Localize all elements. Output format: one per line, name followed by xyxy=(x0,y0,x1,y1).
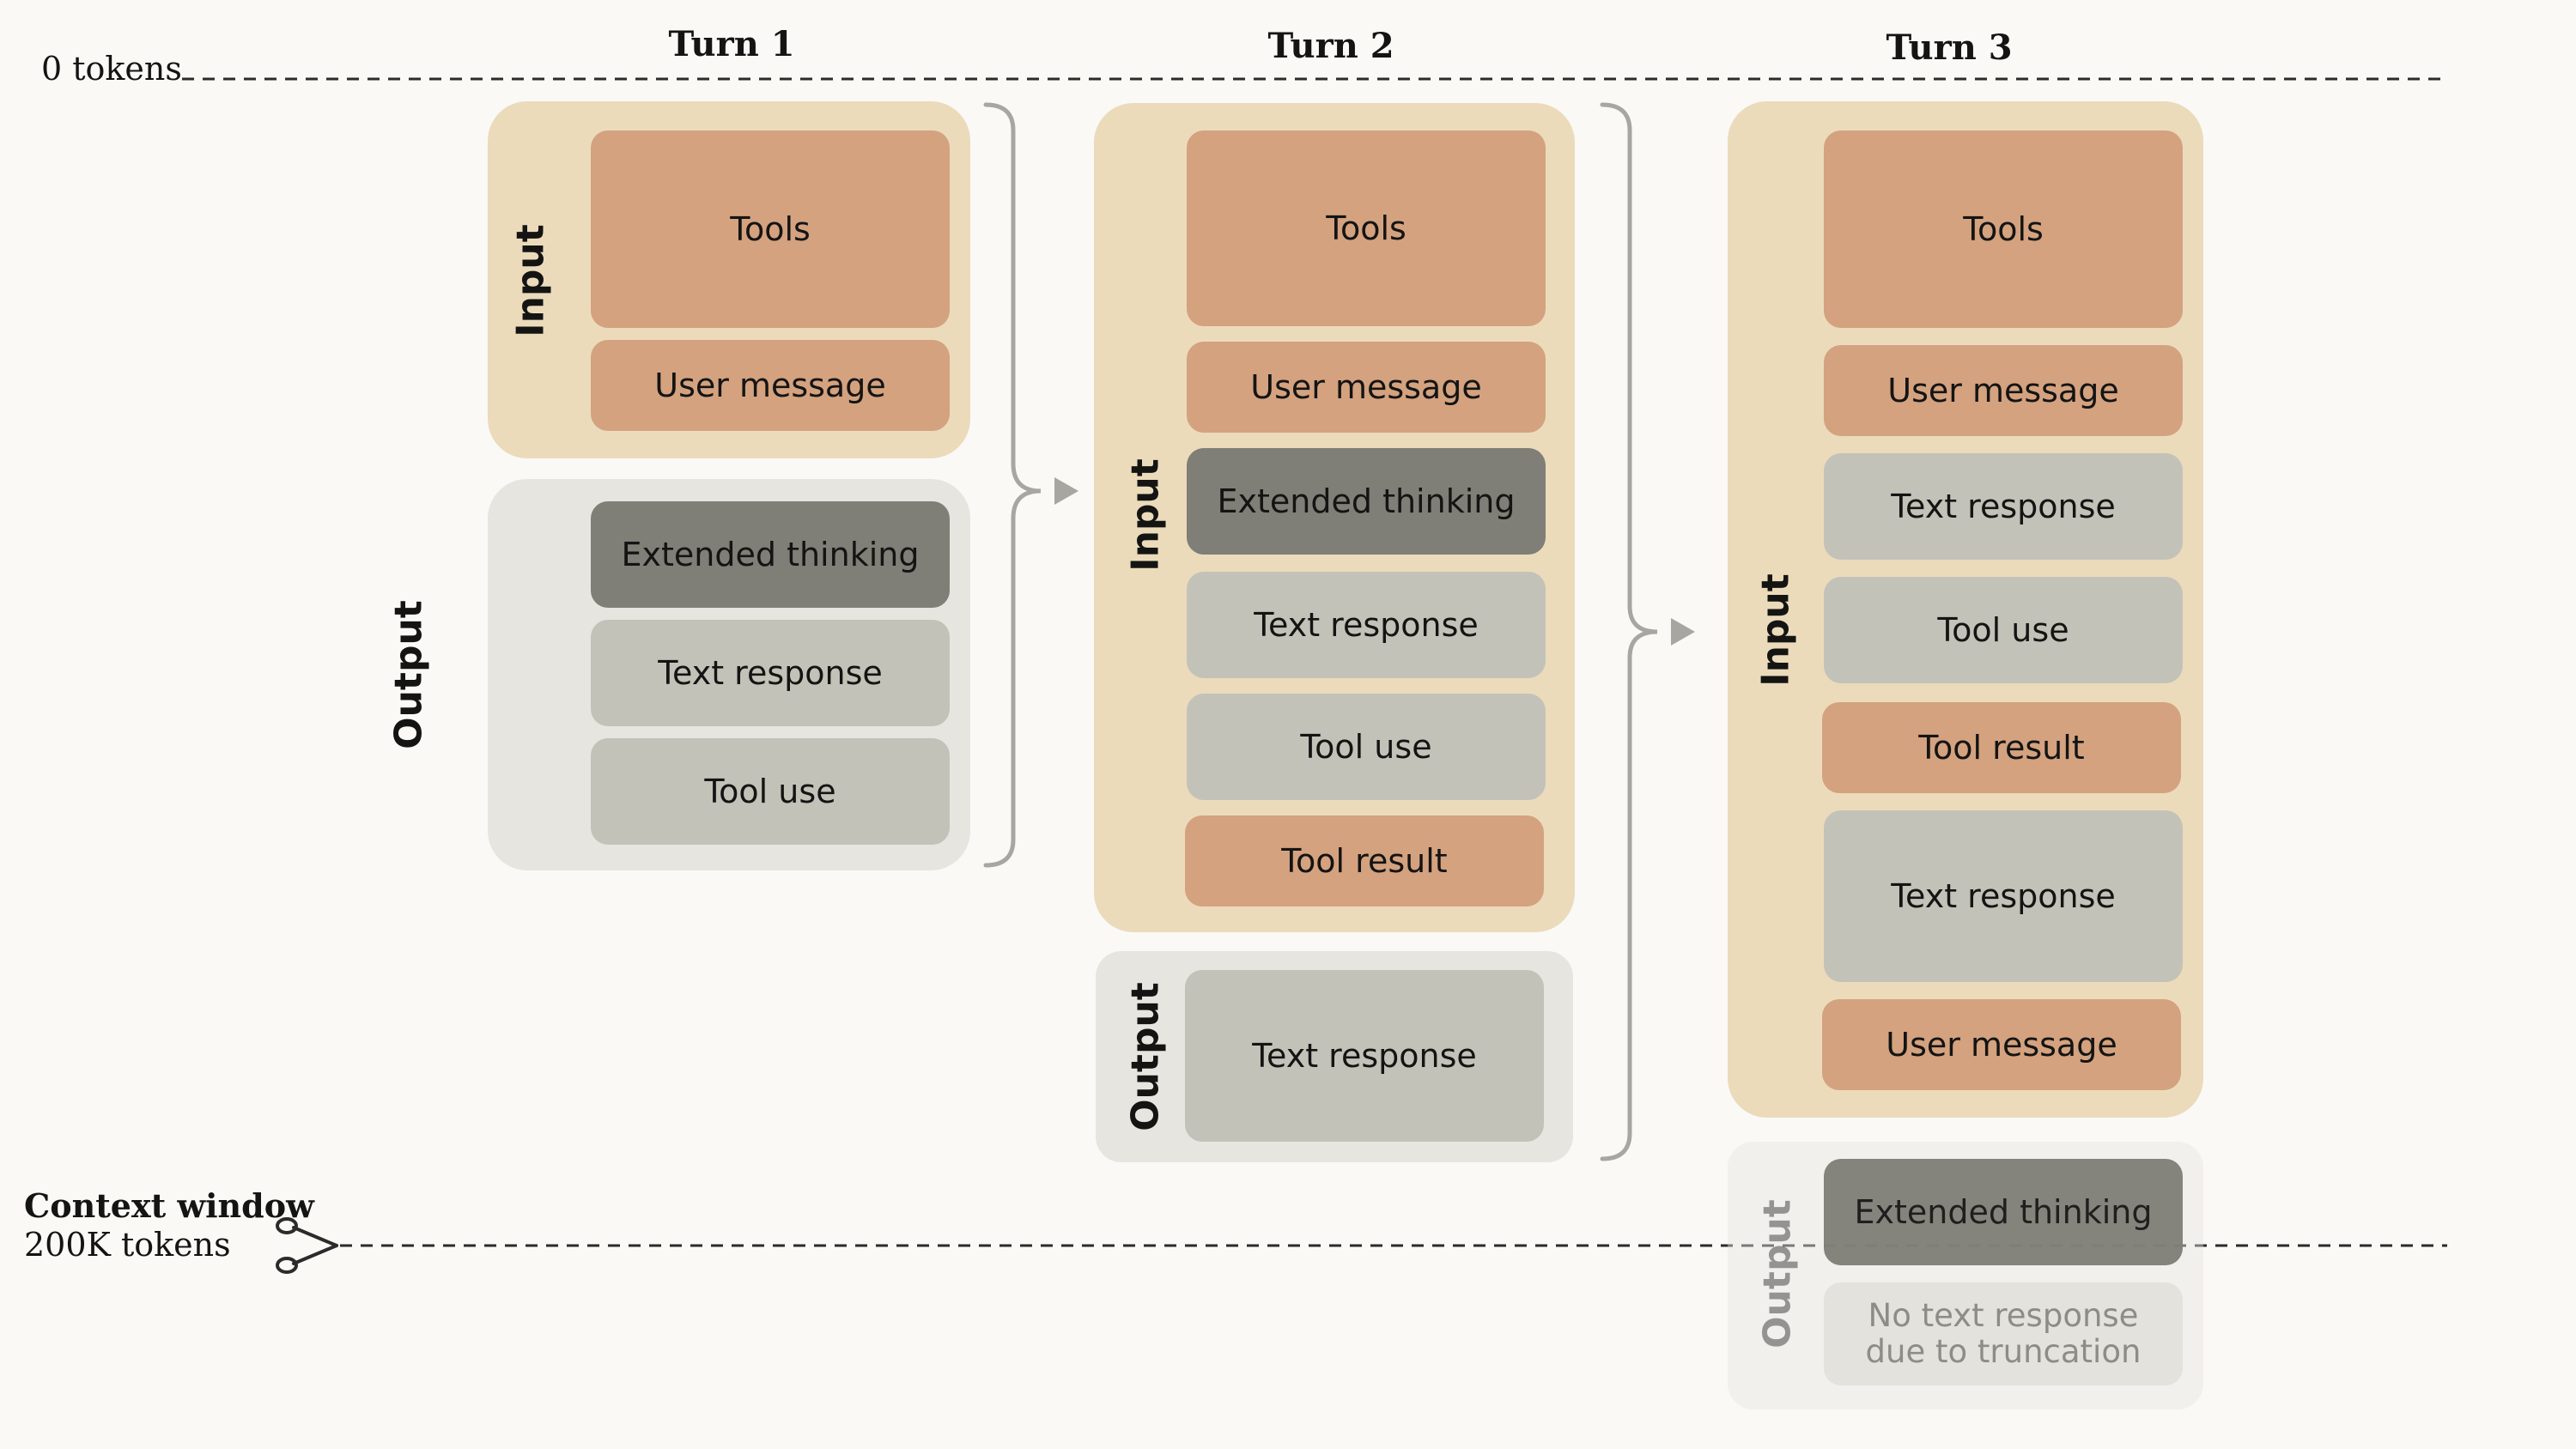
turn-3-tools-block: Tools xyxy=(1824,130,2183,328)
turn-3-text-response-block-2: Text response xyxy=(1824,810,2183,982)
turn-1-tools-block: Tools xyxy=(591,130,950,328)
truncation-note-line-1: No text response xyxy=(1868,1297,2139,1335)
context-window-title: Context window xyxy=(24,1186,314,1225)
turn-1-tool-use-block: Tool use xyxy=(591,738,950,845)
turn-2-output-text-response-block: Text response xyxy=(1185,970,1544,1142)
turn-2-title: Turn 2 xyxy=(1267,26,1394,66)
scissors-icon xyxy=(276,1217,338,1274)
turn-1-user-message-block: User message xyxy=(591,340,950,431)
turn-2-input-label: Input xyxy=(1123,458,1168,572)
turn-1-input-label: Input xyxy=(508,224,553,337)
turn-2-text-response-block: Text response xyxy=(1187,572,1546,678)
turn-1-output-label: Output xyxy=(386,600,431,749)
turn-3-extended-thinking-block: Extended thinking xyxy=(1824,1159,2183,1265)
turn-2-extended-thinking-block: Extended thinking xyxy=(1187,448,1546,555)
turn-3-input-label: Input xyxy=(1753,573,1798,687)
turn2-bracket xyxy=(1600,102,1658,1161)
turn-1-text-response-block: Text response xyxy=(591,620,950,726)
turn-3-tool-result-block: Tool result xyxy=(1822,702,2181,793)
truncation-note: No text response due to truncation xyxy=(1824,1282,2183,1385)
turn1-bracket xyxy=(983,102,1042,868)
turn-2-tool-use-block: Tool use xyxy=(1187,694,1546,800)
turn-2-tool-result-block: Tool result xyxy=(1185,815,1544,906)
turn-2-tools-block: Tools xyxy=(1187,130,1546,326)
turn-3-user-message-block: User message xyxy=(1824,345,2183,436)
turn-3-title: Turn 3 xyxy=(1886,27,2013,68)
truncation-note-line-2: due to truncation xyxy=(1865,1333,2142,1370)
turn-3-text-response-block: Text response xyxy=(1824,453,2183,560)
turn-1-extended-thinking-block: Extended thinking xyxy=(591,501,950,608)
turn1-arrow-head xyxy=(1054,477,1078,505)
context-window-size: 200K tokens xyxy=(24,1226,231,1264)
turn-3-output-label: Output xyxy=(1755,1199,1800,1349)
turn-1-title: Turn 1 xyxy=(668,24,795,64)
turn-3-user-message-block-2: User message xyxy=(1822,999,2181,1090)
turn-3-truncated-text-response-block xyxy=(1824,1282,2183,1385)
turn-2-output-label: Output xyxy=(1123,982,1168,1131)
turn2-arrow-head xyxy=(1671,618,1695,646)
zero-tokens-label: 0 tokens xyxy=(41,50,182,88)
turn-3-tool-use-block: Tool use xyxy=(1824,577,2183,683)
turn-2-user-message-block: User message xyxy=(1187,342,1546,433)
